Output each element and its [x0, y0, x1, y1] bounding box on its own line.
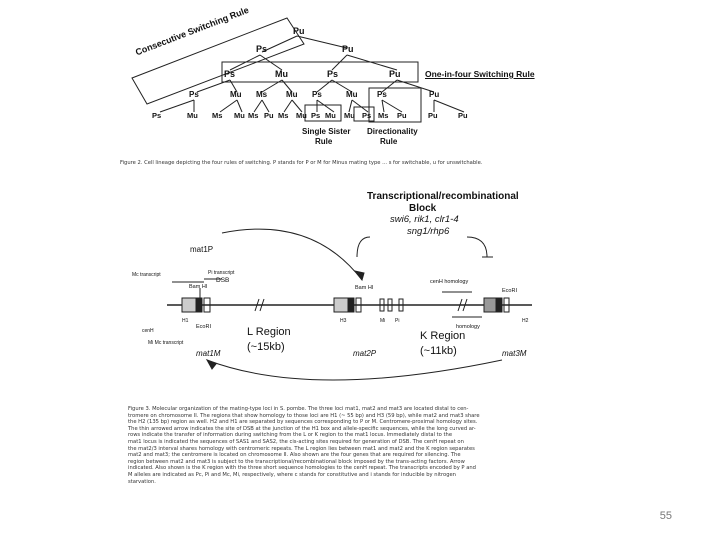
node-l3-5: Mu	[346, 90, 358, 99]
directionality-rule-line1: Directionality	[367, 127, 418, 136]
caption-line: M alleles are indicated as Pc, Pi and Mc…	[128, 471, 456, 478]
node-l4-0: Ps	[152, 111, 162, 120]
mi-label: Mi	[380, 318, 386, 324]
pi-transcript-label: Pi transcript	[208, 270, 235, 276]
caption-line: mat2 and mat3; the centromere is located…	[128, 452, 461, 459]
node-root: Pu	[293, 26, 305, 36]
ecori-right-label: EcoRI	[502, 288, 517, 294]
single-sister-rule-line2: Rule	[315, 137, 333, 146]
caption-line: region between mat2 and mat3 is subject …	[128, 458, 465, 465]
lineage-tree-lines	[131, 17, 465, 123]
caption-line: the H2 (135 bp) region as well. H2 and H…	[128, 419, 478, 426]
node-l4-1: Mu	[187, 111, 198, 120]
ecori-left-label: EcoRI	[196, 324, 211, 330]
p-transcript-left-label: Mc transcript	[132, 272, 161, 278]
node-l3-1: Mu	[230, 90, 242, 99]
bam-hi-left-label: Bam HI	[189, 284, 208, 290]
node-l4-11: Ps	[362, 111, 372, 120]
node-l4-10: Mu	[344, 111, 355, 120]
node-l4-9: Mu	[325, 111, 336, 120]
node-l4-5: Pu	[264, 111, 274, 120]
directionality-rule-line2: Rule	[380, 137, 398, 146]
node-l4-2: Ms	[212, 111, 223, 120]
silencing-genes-line2: sng1/rhp6	[407, 226, 450, 237]
node-l4-4: Ms	[248, 111, 259, 120]
figure-2-caption: Figure 2. Cell lineage depicting the fou…	[120, 160, 483, 166]
h2-label: H2	[522, 318, 529, 324]
l-region-size: (~15kb)	[247, 341, 285, 353]
caption-line: starvation.	[128, 478, 156, 485]
node-l1-1: Pu	[342, 44, 354, 54]
node-l3-0: Ps	[189, 90, 199, 99]
node-l3-6: Ps	[377, 90, 387, 99]
caption-line: mat1 locus is indicated the sequences of…	[128, 438, 464, 445]
mat1M-label: mat1M	[196, 349, 221, 358]
node-l3-4: Ps	[312, 90, 322, 99]
h3-label: H3	[340, 318, 347, 324]
k-region-label: K Region	[420, 330, 466, 342]
node-l4-13: Pu	[397, 111, 407, 120]
h1-label: H1	[182, 318, 189, 324]
node-l4-7: Mu	[296, 111, 307, 120]
mat3M-label: mat3M	[502, 349, 527, 358]
node-l1-0: Ps	[256, 44, 268, 54]
k-region-size: (~11kb)	[420, 345, 457, 357]
dsb-label: DSB	[216, 277, 230, 284]
pi-label: Pi	[395, 318, 400, 324]
homology-top-label: cenH homology	[430, 279, 469, 285]
node-l4-8: Ps	[311, 111, 321, 120]
one-in-four-label: One-in-four Switching Rule	[425, 69, 535, 79]
figure-3-caption: Figure 3. Molecular organization of the …	[128, 406, 560, 485]
node-l3-7: Pu	[429, 90, 440, 99]
block-title-line2: Block	[409, 203, 437, 214]
node-l4-3: Mu	[234, 111, 245, 120]
block-title-line1: Transcriptional/recombinational	[367, 191, 519, 202]
node-l3-2: Ms	[256, 90, 268, 99]
node-l2-2: Ps	[327, 69, 339, 79]
node-l4-14: Pu	[428, 111, 438, 120]
scanned-page: Consecutive Switching Rule Pu Ps Pu Ps M…	[112, 0, 572, 530]
mc-transcript-label: Mi Mc transcript	[148, 340, 184, 346]
single-sister-rule-line1: Single Sister	[302, 127, 351, 136]
caption-line: rows indicate the transfer of informatio…	[128, 432, 453, 439]
node-l4-12: Ms	[378, 111, 389, 120]
mating-type-loci-diagram	[167, 228, 532, 381]
caption-line: indicated. Also shown is the K region wi…	[128, 465, 476, 472]
mat2P-label: mat2P	[353, 349, 377, 358]
bam-hi-mid-label: Bam HI	[355, 285, 374, 291]
caption-line: tromere on chromosome II. The regions th…	[128, 412, 480, 419]
silencing-genes-line1: swi6, rik1, clr1-4	[390, 214, 459, 225]
node-l2-0: Ps	[224, 69, 236, 79]
node-l4-6: Ms	[278, 111, 289, 120]
node-l2-3: Pu	[389, 69, 401, 79]
cenh-left-label: cenH	[142, 328, 154, 334]
mat1P-label: mat1P	[190, 245, 214, 254]
homology-bottom-label: homology	[456, 324, 480, 330]
caption-line: Figure 3. Molecular organization of the …	[128, 406, 469, 412]
node-l3-3: Mu	[286, 90, 298, 99]
l-region-label: L Region	[247, 326, 291, 338]
caption-line: the mat2/3 interval shares homology with…	[128, 445, 475, 452]
node-l4-15: Pu	[458, 111, 468, 120]
node-l2-1: Mu	[275, 69, 288, 79]
caption-line: The thin arrowed arrow indicates the sit…	[128, 425, 476, 432]
page-number: 55	[659, 510, 672, 522]
